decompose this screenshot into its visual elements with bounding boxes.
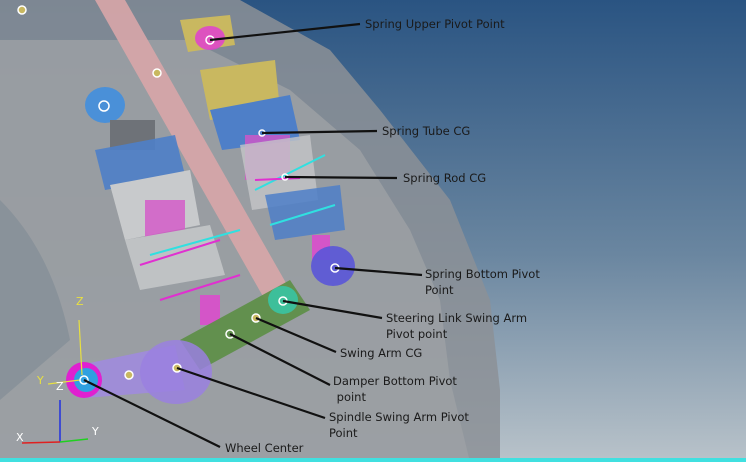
triad-y-label: Y <box>91 425 99 438</box>
steering-link-pivot-bushing <box>268 286 298 314</box>
label-spindle-pivot-2: Point <box>329 426 358 440</box>
wheel-z-label: Z <box>76 295 84 308</box>
label-damper-bottom-pivot-1: Damper Bottom Pivot <box>333 374 457 388</box>
label-wheel-center: Wheel Center <box>225 441 304 455</box>
label-damper-bottom-pivot-2: point <box>333 390 366 404</box>
marker-spindle-cg <box>124 370 134 380</box>
label-spindle-pivot-1: Spindle Swing Arm Pivot <box>329 410 469 424</box>
wheel-y-label: Y <box>36 374 44 387</box>
leader-lines <box>83 22 423 448</box>
axis-triad: X Y <box>16 400 99 444</box>
label-spring-bottom-pivot-1: Spring Bottom Pivot <box>425 267 540 281</box>
steering-rod <box>95 0 290 300</box>
label-spring-bottom-pivot-2: Point <box>425 283 454 297</box>
label-steering-link-pivot-2: Pivot point <box>386 327 448 341</box>
wheel-z-axis <box>78 319 83 376</box>
fairing-cutout <box>0 200 70 400</box>
triad-x-label: X <box>16 431 24 444</box>
label-steering-link-pivot-1: Steering Link Swing Arm <box>386 311 528 325</box>
label-spring-rod-cg: Spring Rod CG <box>403 171 487 185</box>
wheel-y-axis <box>47 379 81 385</box>
marker-damper-bottom-pivot <box>225 329 235 339</box>
markers <box>17 5 340 385</box>
viewport-bottom-border <box>0 458 746 462</box>
left-damper <box>85 87 241 325</box>
label-spring-upper-pivot-point: Spring Upper Pivot Point <box>365 17 505 31</box>
label-swing-arm-cg: Swing Arm CG <box>340 346 423 360</box>
right-damper <box>180 15 355 286</box>
label-spring-tube-cg: Spring Tube CG <box>382 124 471 138</box>
wheel-z2-label: Z <box>56 380 64 393</box>
marker-wheel-center <box>79 375 89 385</box>
